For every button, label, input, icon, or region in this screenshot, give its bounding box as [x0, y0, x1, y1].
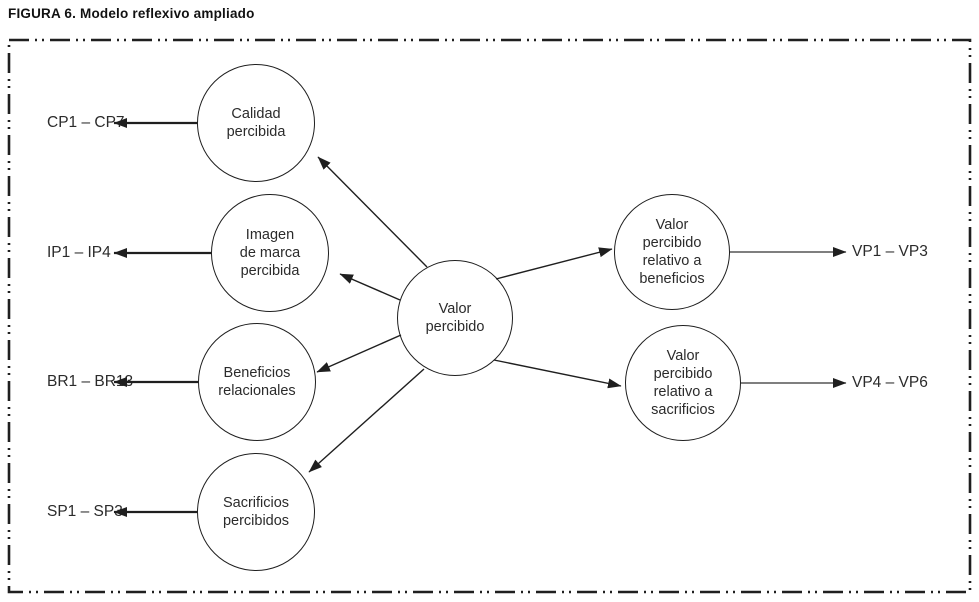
- indicator-sp1-sp3: SP1 – SP3: [47, 503, 123, 520]
- node-imagen-de-marca-percibida: Imagen de marca percibida: [211, 194, 329, 312]
- node-beneficios-relacionales: Beneficios relacionales: [198, 323, 316, 441]
- node-label: Valor percibido: [425, 300, 485, 335]
- node-label: Valor percibido relativo a beneficios: [639, 216, 705, 288]
- arrow-valor-to-beneficios: [316, 334, 402, 373]
- arrow-valor-to-imagen: [339, 273, 401, 301]
- indicator-vp4-vp6: VP4 – VP6: [852, 374, 928, 391]
- node-label: Sacrificios percibidos: [222, 494, 290, 529]
- node-sacrificios-percibidos: Sacrificios percibidos: [197, 453, 315, 571]
- node-label: Valor percibido relativo a sacrificios: [651, 347, 715, 419]
- arrow-valor-to-calidad: [317, 156, 428, 268]
- node-label: Imagen de marca percibida: [239, 226, 301, 280]
- arrow-valor-to-sacrificios: [308, 368, 425, 473]
- node-label: Beneficios relacionales: [218, 364, 296, 399]
- indicator-vp1-vp3: VP1 – VP3: [852, 243, 928, 260]
- node-valor-percibido-relativo-a-sacrificios: Valor percibido relativo a sacrificios: [625, 325, 741, 441]
- indicator-cp1-cp7: CP1 – CP7: [47, 114, 125, 131]
- arrow-valor-to-vp-beneficios: [495, 247, 613, 280]
- indicator-ip1-ip4: IP1 – IP4: [47, 244, 111, 261]
- node-label: Calidad percibida: [226, 105, 286, 140]
- node-calidad-percibida: Calidad percibida: [197, 64, 315, 182]
- arrow-valor-to-vp-sacrificios: [493, 359, 622, 389]
- node-valor-percibido-relativo-a-beneficios: Valor percibido relativo a beneficios: [614, 194, 730, 310]
- node-valor-percibido: Valor percibido: [397, 260, 513, 376]
- indicator-br1-br13: BR1 – BR13: [47, 373, 134, 390]
- figure-title: FIGURA 6. Modelo reflexivo ampliado: [8, 6, 255, 21]
